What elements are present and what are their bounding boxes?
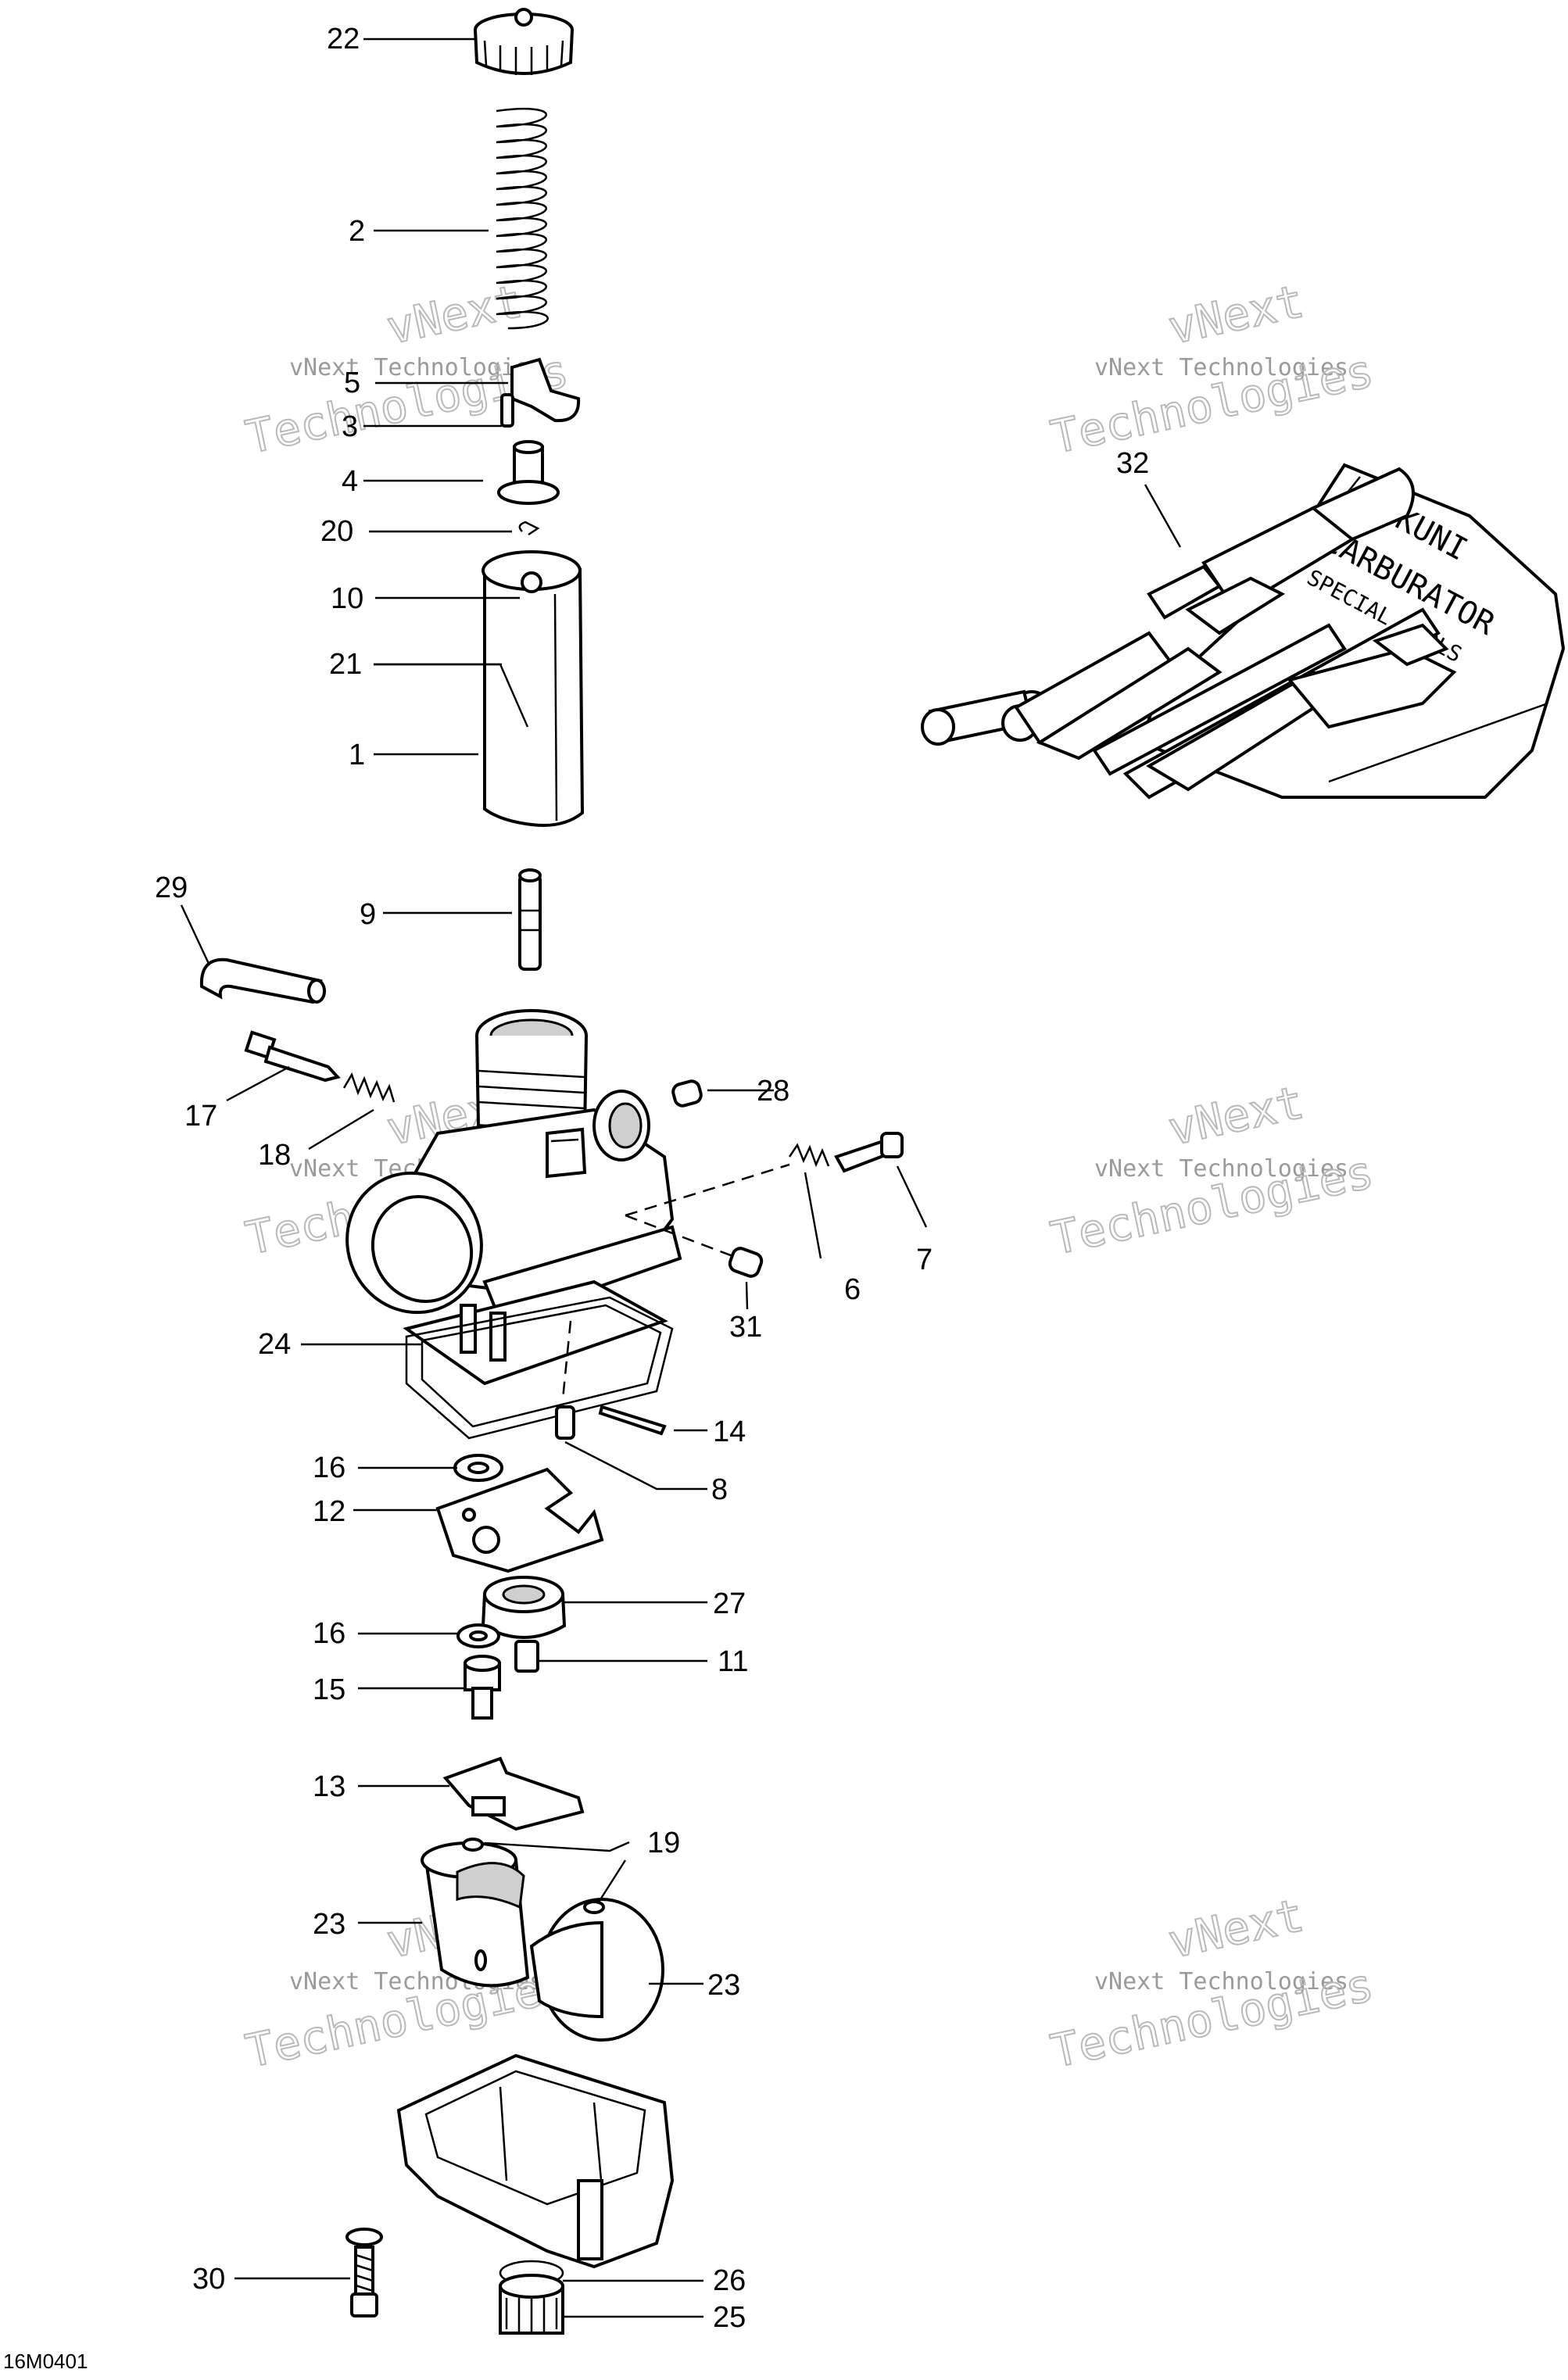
- figure-reference-code: 16M0401: [3, 2350, 88, 2373]
- callout-12: 12: [313, 1495, 345, 1528]
- part-19-float-pins: [462, 1838, 605, 1914]
- callout-32: 32: [1116, 447, 1149, 480]
- callout-3: 3: [342, 410, 358, 443]
- callout-23: 23: [707, 1969, 740, 2002]
- part-4-needle-retainer: [497, 440, 560, 505]
- callout-20: 20: [320, 515, 353, 548]
- callout-16: 16: [313, 1451, 345, 1484]
- watermark-2: vNext Technologies vNext Technologies: [1046, 274, 1379, 465]
- callout-16: 16: [313, 1617, 345, 1650]
- part-23-float-right: [529, 1898, 664, 2042]
- callout-27: 27: [713, 1587, 746, 1620]
- callout-21: 21: [329, 648, 362, 681]
- callout-10: 10: [331, 582, 363, 615]
- callout-30: 30: [192, 2263, 225, 2296]
- part-31-cap: [728, 1247, 764, 1278]
- callout-28: 28: [757, 1075, 789, 1108]
- leader-lines: [180, 38, 1182, 2318]
- watermark-text: vNext: [1164, 1075, 1308, 1156]
- part-23-float-left: [421, 1841, 530, 1988]
- callout-25: 25: [713, 2301, 746, 2334]
- callout-24: 24: [258, 1328, 291, 1361]
- part-6-throttle-stop-spring: [788, 1143, 830, 1168]
- callout-18: 18: [258, 1139, 291, 1172]
- part-18-pilot-screw-spring: [342, 1072, 396, 1103]
- callout-11: 11: [718, 1645, 748, 1678]
- part-25-drain-plug: [499, 2274, 564, 2335]
- watermark-text: vNext Technologies: [1094, 1968, 1348, 1995]
- callout-7: 7: [916, 1244, 933, 1276]
- callout-15: 15: [313, 1673, 345, 1706]
- part-13-float-arm: [442, 1756, 585, 1831]
- watermark-6: vNext Technologies vNext Technologies: [1046, 1888, 1379, 2079]
- part-8-pilot-jet: [555, 1405, 575, 1440]
- part-24-float-bowl-gasket: [405, 1296, 674, 1440]
- watermark-text: vNext Technologies: [1094, 354, 1348, 381]
- callout-6: 6: [844, 1273, 861, 1306]
- callout-19: 19: [647, 1827, 680, 1859]
- callout-4: 4: [342, 465, 358, 498]
- callout-1: 1: [349, 739, 365, 771]
- part-16-washer-upper: [453, 1454, 503, 1482]
- watermark-text: vNext Technologies: [1094, 1155, 1348, 1183]
- watermark-text: vNext: [1164, 1888, 1308, 1969]
- part-20-e-clip: [518, 521, 540, 536]
- part-22-mixing-chamber-cap: [474, 8, 574, 75]
- part-11-main-jet: [514, 1640, 539, 1673]
- callout-labels: 22 2 5 3 4 20 10 21 1 29 9 17 28 18 6 7 …: [155, 23, 1149, 2334]
- callout-14: 14: [713, 1415, 746, 1448]
- part-2-throttle-spring: [496, 108, 549, 330]
- callout-8: 8: [711, 1473, 728, 1506]
- part-14-pin: [598, 1405, 667, 1436]
- callout-22: 22: [327, 23, 360, 55]
- watermark-4: vNext Technologies vNext Technologies: [1046, 1075, 1379, 1266]
- part-9-needle-jet: [518, 868, 542, 971]
- part-1-throttle-slide: [481, 550, 585, 827]
- part-5-plate: [510, 357, 581, 423]
- part-16-washer-lower: [456, 1623, 500, 1648]
- watermark-text: vNext Technologies: [289, 354, 543, 381]
- part-15-needle-jet-holder: [464, 1655, 501, 1720]
- callout-17: 17: [184, 1100, 217, 1133]
- callout-26: 26: [713, 2264, 746, 2297]
- float-bowl: [396, 2053, 675, 2269]
- callout-23: 23: [313, 1908, 345, 1941]
- callout-2: 2: [349, 215, 365, 248]
- callout-29: 29: [155, 871, 188, 904]
- callout-5: 5: [344, 367, 360, 399]
- part-7-throttle-stop-screw: [834, 1132, 904, 1173]
- carburetor-body: [345, 1009, 682, 1386]
- part-30-drain-screw: [345, 2228, 383, 2317]
- callout-9: 9: [360, 898, 376, 931]
- part-12-baffle-plate: [435, 1467, 604, 1573]
- callout-31: 31: [729, 1311, 762, 1344]
- part-17-pilot-air-screw: [244, 1030, 341, 1083]
- watermark-text: vNext: [1164, 274, 1308, 355]
- part-29-hose: [199, 957, 326, 1004]
- part-27-needle-valve-seat-ring: [481, 1576, 567, 1639]
- part-32-carburetor-tool-kit: MIKUNI CARBURATOR SPECIAL TOOLS: [921, 463, 1566, 800]
- part-3-needle-clip: [500, 393, 514, 428]
- part-28-cap: [671, 1079, 703, 1108]
- callout-13: 13: [313, 1770, 345, 1803]
